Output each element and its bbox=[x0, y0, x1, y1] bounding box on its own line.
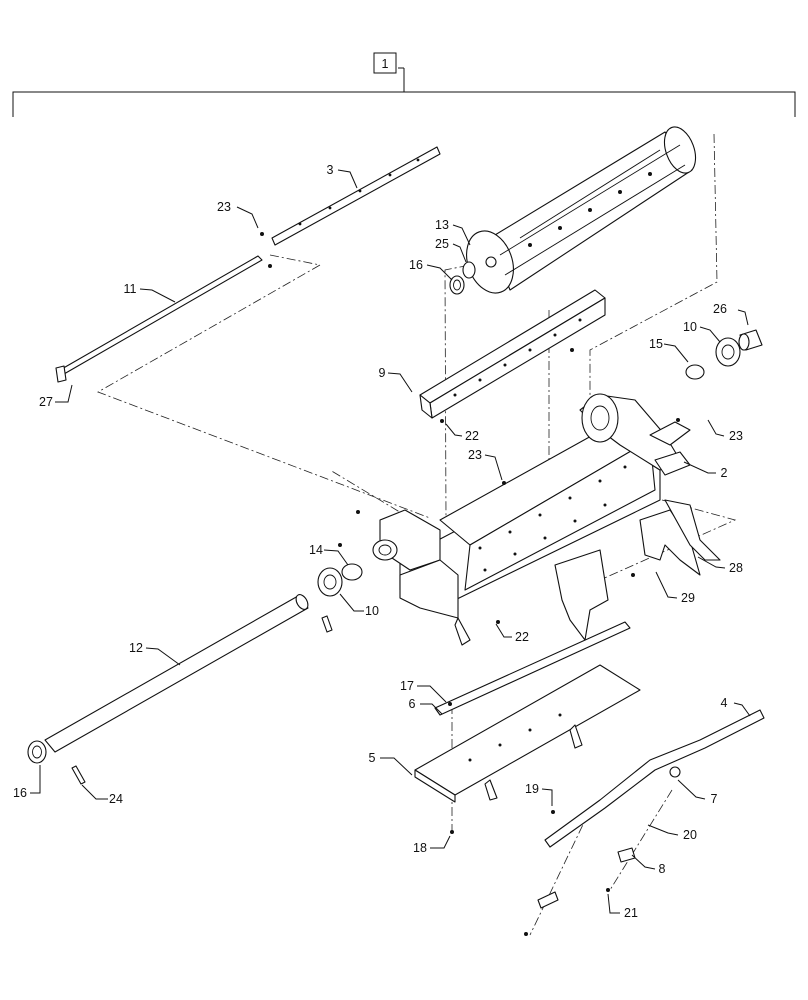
callout-24[interactable]: 24 bbox=[109, 792, 123, 806]
callout-23-top[interactable]: 23 bbox=[217, 200, 231, 214]
part-3-strip[interactable] bbox=[271, 146, 441, 246]
callout-22-bottom[interactable]: 22 bbox=[515, 630, 529, 644]
callout-15[interactable]: 15 bbox=[649, 337, 663, 351]
part-16-ring-top[interactable] bbox=[449, 275, 465, 295]
fasteners bbox=[260, 232, 680, 936]
kit-bracket bbox=[12, 67, 796, 117]
callout-16-top[interactable]: 16 bbox=[409, 258, 423, 272]
callout-2[interactable]: 2 bbox=[721, 466, 728, 480]
callout-16-bottom[interactable]: 16 bbox=[13, 786, 27, 800]
part-29-plate[interactable] bbox=[554, 509, 701, 641]
callout-7[interactable]: 7 bbox=[711, 792, 718, 806]
callout-22-top[interactable]: 22 bbox=[465, 429, 479, 443]
part-16-ring-bottom[interactable] bbox=[27, 740, 47, 764]
part-10-bearing-right[interactable] bbox=[715, 337, 741, 367]
callout-11[interactable]: 11 bbox=[124, 282, 137, 296]
callout-9[interactable]: 9 bbox=[379, 366, 386, 380]
part-12-shaft[interactable] bbox=[44, 593, 310, 753]
callout-20[interactable]: 20 bbox=[683, 828, 697, 842]
part-26-cap[interactable] bbox=[738, 329, 763, 351]
callout-28[interactable]: 28 bbox=[729, 561, 743, 575]
callout-12[interactable]: 12 bbox=[129, 641, 143, 655]
callout-23-mid[interactable]: 23 bbox=[468, 448, 482, 462]
part-4-lever[interactable] bbox=[544, 709, 765, 848]
part-28-plate[interactable] bbox=[664, 499, 721, 561]
callout-18[interactable]: 18 bbox=[413, 841, 427, 855]
callout-14[interactable]: 14 bbox=[309, 543, 323, 557]
part-6-strip[interactable] bbox=[434, 621, 631, 716]
callout-23-right[interactable]: 23 bbox=[729, 429, 743, 443]
part-9-bracket[interactable] bbox=[419, 289, 606, 419]
part-2-frame[interactable] bbox=[372, 393, 691, 646]
kit-callout-box[interactable]: 1 bbox=[373, 52, 397, 74]
callout-10-left[interactable]: 10 bbox=[365, 604, 379, 618]
callout-5[interactable]: 5 bbox=[369, 751, 376, 765]
part-5-plate[interactable] bbox=[414, 664, 641, 803]
callout-25[interactable]: 25 bbox=[435, 237, 449, 251]
leader-lines bbox=[30, 169, 751, 914]
callout-labels: 3 23 11 27 13 25 16 26 10 15 9 22 23 23 … bbox=[13, 163, 743, 920]
kit-callout-label: 1 bbox=[382, 57, 389, 71]
part-14-bushing[interactable] bbox=[341, 563, 363, 581]
callout-19[interactable]: 19 bbox=[525, 782, 539, 796]
part-10-bearing-left[interactable] bbox=[317, 567, 343, 597]
callout-3[interactable]: 3 bbox=[327, 163, 334, 177]
part-13-reel[interactable] bbox=[458, 123, 701, 300]
callout-26[interactable]: 26 bbox=[713, 302, 727, 316]
callout-17[interactable]: 17 bbox=[400, 679, 414, 693]
callout-29[interactable]: 29 bbox=[681, 591, 695, 605]
callout-13[interactable]: 13 bbox=[435, 218, 449, 232]
part-25-washer[interactable] bbox=[462, 261, 476, 279]
callout-4[interactable]: 4 bbox=[721, 696, 728, 710]
callout-8[interactable]: 8 bbox=[659, 862, 666, 876]
callout-21[interactable]: 21 bbox=[624, 906, 638, 920]
callout-10-right[interactable]: 10 bbox=[683, 320, 697, 334]
part-27-clip[interactable] bbox=[55, 365, 67, 383]
part-15-bushing[interactable] bbox=[685, 364, 705, 380]
part-24-pin[interactable] bbox=[71, 765, 86, 785]
callout-27[interactable]: 27 bbox=[39, 395, 53, 409]
callout-6[interactable]: 6 bbox=[409, 697, 416, 711]
